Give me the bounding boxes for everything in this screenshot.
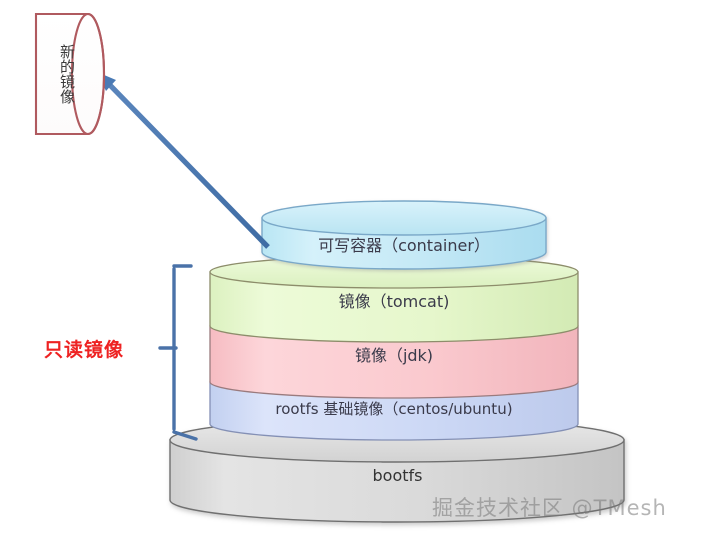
container-layer-label: 可写容器（container） xyxy=(318,236,490,255)
tomcat-layer-label: 镜像（tomcat) xyxy=(338,292,450,311)
layer-jdk[interactable] xyxy=(209,325,579,399)
readonly-bracket xyxy=(158,264,198,441)
callout-cap xyxy=(70,12,106,136)
jdk-layer-label: 镜像（jdk) xyxy=(354,346,434,365)
arrow-shaft xyxy=(102,77,270,249)
bootfs-layer-label: bootfs xyxy=(372,466,423,485)
container-top xyxy=(261,200,547,236)
rootfs-layer-label: rootfs 基础镜像（centos/ubuntu) xyxy=(275,400,513,418)
tomcat-body xyxy=(209,271,579,343)
watermark-text: 掘金技术社区 @TMesh xyxy=(432,496,667,520)
callout-cylinder[interactable] xyxy=(34,12,106,136)
callout-label: 新的镜像 xyxy=(58,44,76,104)
bracket-bottom-arm xyxy=(172,430,198,441)
jdk-body xyxy=(209,325,579,399)
callout-label-box: 新的镜像 xyxy=(33,12,105,134)
readonly-image-label: 只读镜像 xyxy=(44,339,125,361)
bootfs-body xyxy=(169,439,625,523)
layer-container[interactable] xyxy=(261,200,547,270)
callout-arrow xyxy=(97,72,270,249)
